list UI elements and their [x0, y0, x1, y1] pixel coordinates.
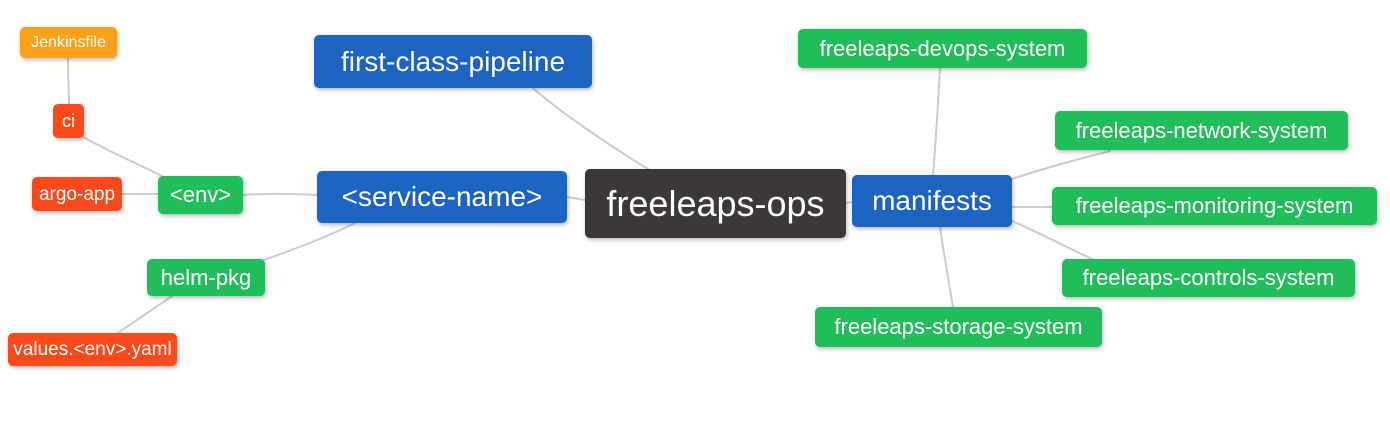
- connector-root-manifests: [845, 201, 853, 204]
- node-jenkinsfile[interactable]: Jenkinsfile: [20, 27, 117, 58]
- connector-manifests-network: [1011, 150, 1111, 180]
- node-argo-app[interactable]: argo-app: [32, 177, 122, 211]
- node-freeleaps-ops-root[interactable]: freeleaps-ops: [585, 169, 846, 238]
- node-freeleaps-storage-system[interactable]: freeleaps-storage-system: [815, 307, 1102, 347]
- connector-pipeline-root: [532, 87, 649, 170]
- connector-service-root: [566, 196, 586, 201]
- node-manifests[interactable]: manifests: [852, 175, 1012, 227]
- connector-manifests-devops: [932, 67, 941, 176]
- connector-manifests-controls: [1011, 220, 1097, 262]
- connector-ci-env: [82, 136, 163, 177]
- node-first-class-pipeline[interactable]: first-class-pipeline: [314, 35, 592, 88]
- node-freeleaps-network-system[interactable]: freeleaps-network-system: [1055, 111, 1348, 150]
- node-helm-pkg[interactable]: helm-pkg: [147, 259, 265, 296]
- node-env[interactable]: <env>: [158, 176, 243, 214]
- node-freeleaps-monitoring-system[interactable]: freeleaps-monitoring-system: [1052, 187, 1377, 225]
- connector-service-helm-pkg: [263, 222, 356, 261]
- node-freeleaps-devops-system[interactable]: freeleaps-devops-system: [798, 29, 1087, 68]
- node-service-name[interactable]: <service-name>: [317, 171, 567, 223]
- connector-helm-pkg-values: [117, 295, 173, 334]
- node-values-env-yaml[interactable]: values.<env>.yaml: [8, 333, 177, 366]
- connector-jenkinsfile-ci: [67, 56, 70, 105]
- connector-manifests-storage: [939, 226, 954, 308]
- node-freeleaps-controls-system[interactable]: freeleaps-controls-system: [1062, 259, 1355, 297]
- connector-env-service: [242, 192, 318, 196]
- node-ci[interactable]: ci: [53, 104, 84, 138]
